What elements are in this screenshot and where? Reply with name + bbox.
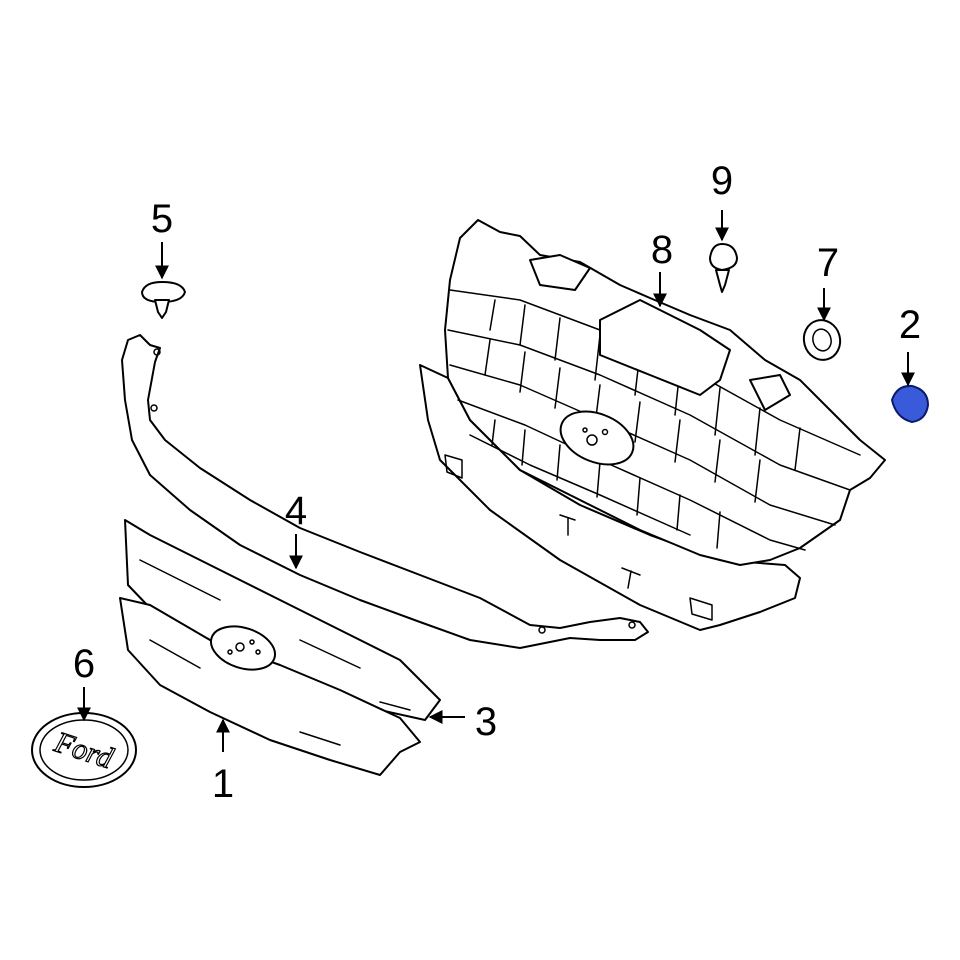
part-5-push-clip[interactable] [141, 281, 186, 319]
callout-2: 2 [899, 303, 921, 347]
part-2-cap-highlighted[interactable] [890, 384, 930, 424]
callout-8: 8 [651, 228, 673, 272]
part-9-rivet-clip[interactable] [709, 243, 738, 293]
callout-labels: 1 2 3 4 5 6 7 8 9 [73, 159, 921, 806]
part-4-molding[interactable] [121, 334, 649, 649]
part-6-ford-emblem[interactable]: Ford [31, 712, 137, 788]
part-8-grille-assembly[interactable] [419, 219, 886, 631]
callout-6: 6 [73, 642, 95, 686]
callout-5: 5 [151, 197, 173, 241]
part-1-lower-bar[interactable] [119, 597, 421, 776]
callout-9: 9 [711, 159, 733, 203]
callout-3: 3 [475, 700, 497, 744]
part-7-grommet[interactable] [799, 316, 844, 364]
callout-7: 7 [817, 241, 839, 285]
callout-1: 1 [212, 762, 234, 806]
callout-4: 4 [285, 489, 307, 533]
part-2-cap-shape [890, 384, 930, 424]
leader-arrows [77, 210, 915, 752]
